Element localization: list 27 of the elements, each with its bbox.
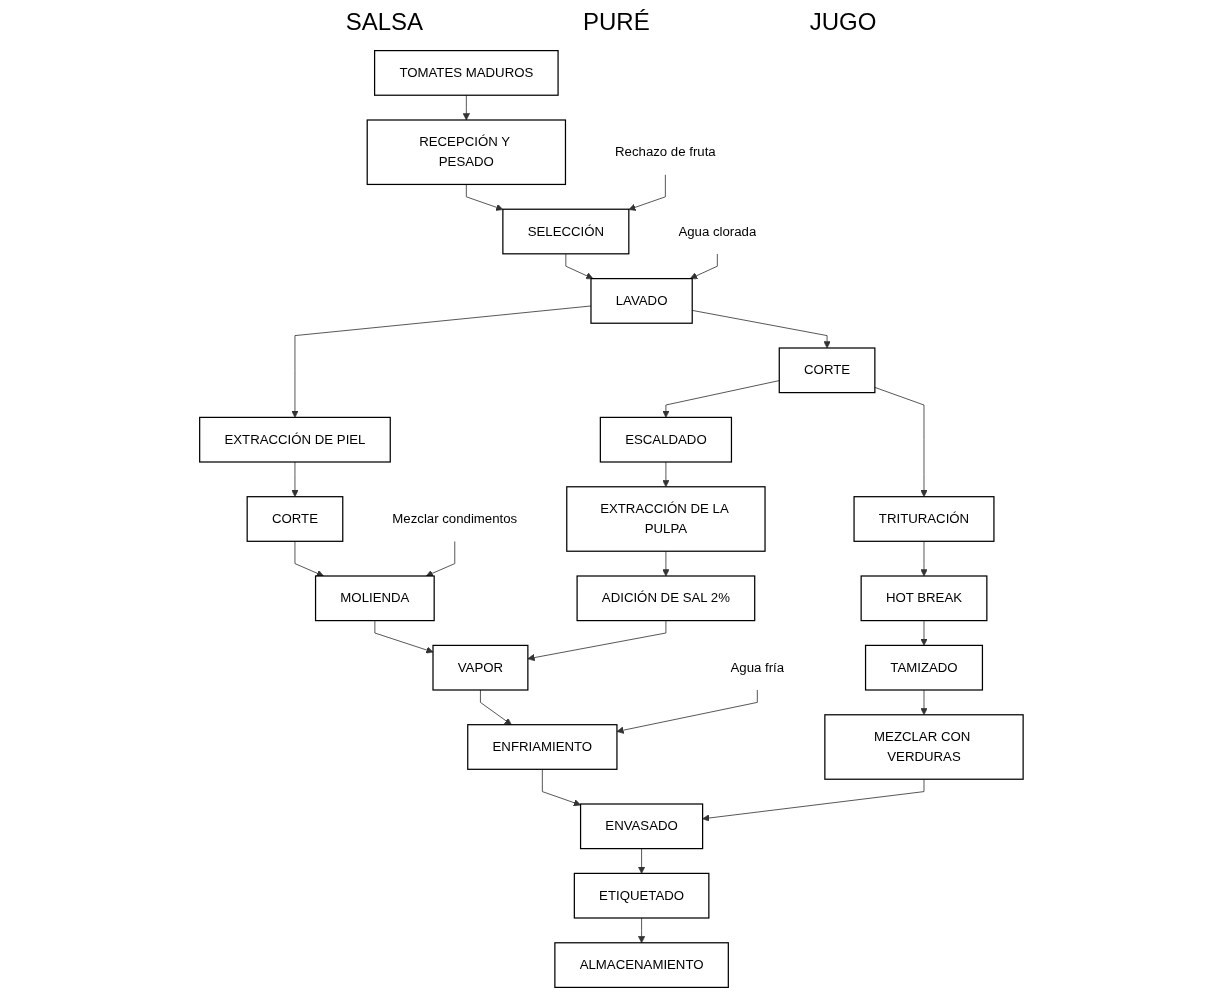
node-box: ETIQUETADO: [573, 872, 710, 919]
node-box: EXTRACCIÓN DE LA PULPA: [565, 486, 766, 552]
node-box: VAPOR: [432, 644, 529, 691]
node-box: TOMATES MADUROS: [373, 50, 559, 96]
node-text: Agua clorada: [677, 224, 756, 239]
node-box: HOT BREAK: [860, 575, 988, 622]
node-text: Mezclar condimentos: [391, 511, 517, 526]
node-box: TAMIZADO: [864, 644, 983, 691]
node-box: ENVASADO: [579, 803, 703, 850]
node-box: RECEPCIÓN Y PESADO: [366, 119, 566, 186]
node-box: SELECCIÓN: [501, 208, 630, 255]
node-box: ENFRIAMIENTO: [466, 724, 618, 770]
node-text: Agua fría: [730, 660, 784, 675]
node-box: ALMACENAMIENTO: [553, 942, 729, 988]
node-box: MEZCLAR CON VERDURAS: [823, 714, 1024, 780]
node-box: ADICIÓN DE SAL 2%: [576, 575, 755, 622]
node-box: LAVADO: [589, 278, 693, 324]
node-box: CORTE: [778, 347, 876, 394]
column-heading: SALSA: [345, 8, 423, 37]
column-heading: PURÉ: [583, 8, 650, 37]
node-box: EXTRACCIÓN DE PIEL: [198, 416, 391, 463]
node-box: MOLIENDA: [314, 575, 435, 622]
node-box: CORTE: [246, 496, 343, 542]
node-text: Rechazo de fruta: [614, 144, 716, 159]
column-heading: JUGO: [809, 8, 877, 37]
node-box: TRITURACIÓN: [853, 496, 995, 542]
node-box: ESCALDADO: [599, 416, 732, 463]
